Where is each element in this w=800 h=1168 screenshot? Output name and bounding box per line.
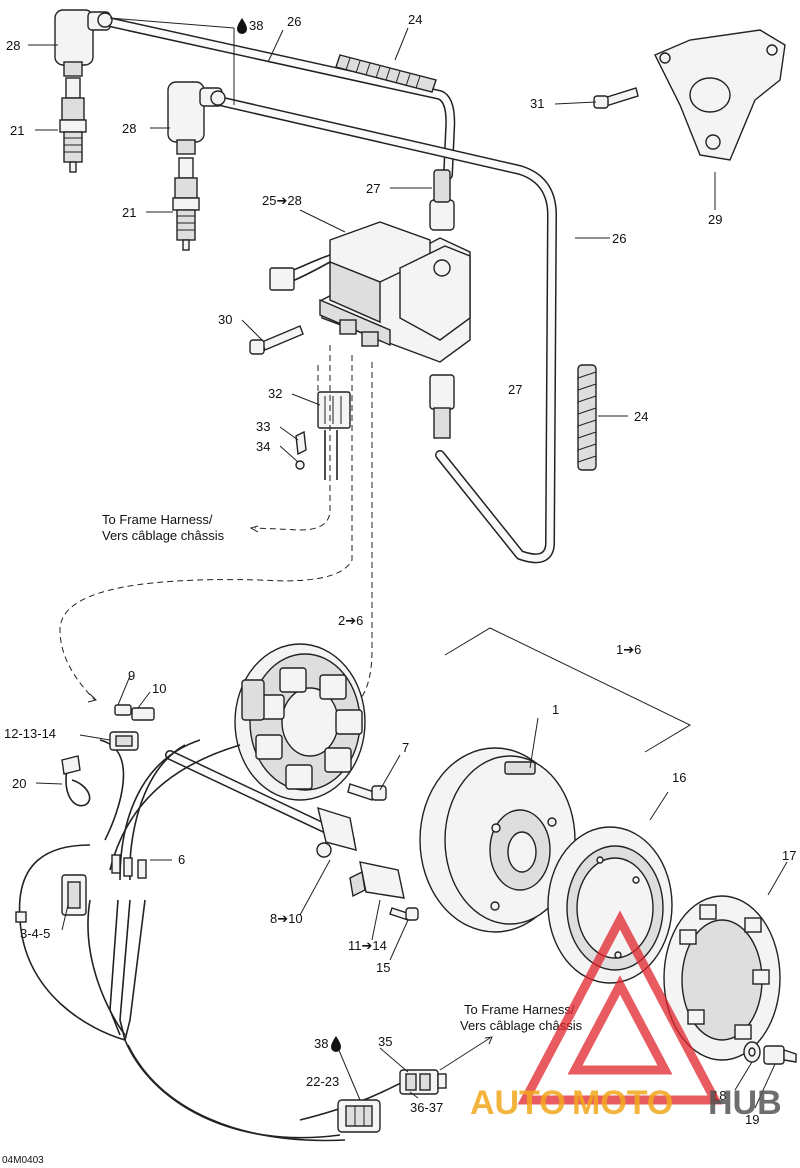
- label-31: 31: [530, 96, 544, 111]
- washer-18: [743, 1041, 761, 1063]
- label-36-37: 36-37: [410, 1100, 443, 1115]
- label-8-10: 8➔10: [270, 911, 303, 926]
- bolt-30: [249, 325, 304, 355]
- note-frame-harness-bottom-fr: Vers câblage châssis: [460, 1018, 583, 1033]
- bolt-31: [593, 87, 639, 109]
- spark-plug-cap-28-upper: [54, 9, 113, 77]
- watermark-hub: HUB: [708, 1084, 782, 1122]
- connector-3-5: [15, 844, 91, 923]
- spark-plug-cap-28-lower: [167, 81, 226, 155]
- leader-lines: [28, 17, 788, 1109]
- spark-plug-21-lower: [172, 157, 200, 251]
- label-3-4-5: 3-4-5: [20, 926, 50, 941]
- ignition-wire-26-upper: [95, 15, 456, 180]
- note-frame-harness-top-fr: Vers câblage châssis: [102, 528, 225, 543]
- label-34: 34: [256, 439, 270, 454]
- label-7: 7: [402, 740, 409, 755]
- connector-32: [317, 391, 351, 480]
- label-28-lower: 28: [122, 121, 136, 136]
- ignition-wire-26-lower: [210, 95, 557, 564]
- seal-34: [295, 460, 305, 470]
- label-15: 15: [376, 960, 390, 975]
- label-12-13-14: 12-13-14: [4, 726, 56, 741]
- oil-drop-icon: [331, 1036, 341, 1052]
- drawing-reference: 04M0403: [2, 1155, 44, 1166]
- label-26-top: 26: [287, 14, 301, 29]
- spark-plug-21-upper: [59, 77, 87, 173]
- watermark-moto: MOTO: [572, 1084, 673, 1122]
- bolt-19: [763, 1045, 797, 1065]
- oil-drop-icon: [237, 18, 247, 34]
- label-22-23: 22-23: [306, 1074, 339, 1089]
- label-28-upper: 28: [6, 38, 20, 53]
- trigger-coil-11-14: [349, 861, 405, 899]
- note-frame-harness-bottom-en: To Frame Harness/: [464, 1002, 575, 1017]
- label-9: 9: [128, 668, 135, 683]
- label-6: 6: [178, 852, 185, 867]
- label-38-top: 38: [249, 18, 263, 33]
- label-33: 33: [256, 419, 270, 434]
- label-10-top: 10: [152, 681, 166, 696]
- label-1: 1: [552, 702, 559, 717]
- screw-15: [389, 907, 419, 921]
- terminals-6: [111, 854, 147, 879]
- spring-sleeve-24-side: [577, 364, 597, 471]
- label-24-side: 24: [634, 409, 648, 424]
- group-bracket-1-6: [444, 627, 692, 753]
- label-19: 19: [745, 1112, 759, 1127]
- watermark-logo: [517, 910, 723, 1105]
- label-38-bottom: 38: [314, 1036, 328, 1051]
- cable-tie-20: [61, 755, 91, 807]
- mounting-bracket-29: [654, 29, 786, 161]
- ring-16: [547, 826, 673, 984]
- watermark-auto: AUTO: [470, 1084, 566, 1122]
- spring-sleeve-24-top: [335, 54, 437, 93]
- flywheel-1: [419, 747, 576, 933]
- label-21-upper: 21: [10, 123, 24, 138]
- label-32: 32: [268, 386, 282, 401]
- label-25-28: 25➔28: [262, 193, 302, 208]
- label-27-top: 27: [366, 181, 380, 196]
- label-24-top: 24: [408, 12, 422, 27]
- connector-12-14: [109, 731, 139, 751]
- label-27-middle: 27: [508, 382, 522, 397]
- connector-35: [399, 1069, 447, 1095]
- label-26-side: 26: [612, 231, 626, 246]
- connectors-9-10: [114, 704, 155, 721]
- connector-22-23: [337, 1099, 381, 1133]
- screw-7: [347, 783, 387, 801]
- label-2-6: 2➔6: [338, 613, 363, 628]
- label-20: 20: [12, 776, 26, 791]
- label-29: 29: [708, 212, 722, 227]
- label-21-lower: 21: [122, 205, 136, 220]
- label-17: 17: [782, 848, 796, 863]
- stator-assembly: [234, 643, 366, 801]
- label-16: 16: [672, 770, 686, 785]
- ignition-coil-assembly: [269, 169, 471, 439]
- terminal-33: [295, 430, 307, 456]
- starter-cup-17: [663, 895, 781, 1061]
- label-1-6: 1➔6: [616, 642, 641, 657]
- label-11-14: 11➔14: [348, 938, 387, 953]
- label-30: 30: [218, 312, 232, 327]
- label-35: 35: [378, 1034, 392, 1049]
- trigger-coil-8-10: [316, 806, 357, 858]
- note-frame-harness-top-en: To Frame Harness/: [102, 512, 213, 527]
